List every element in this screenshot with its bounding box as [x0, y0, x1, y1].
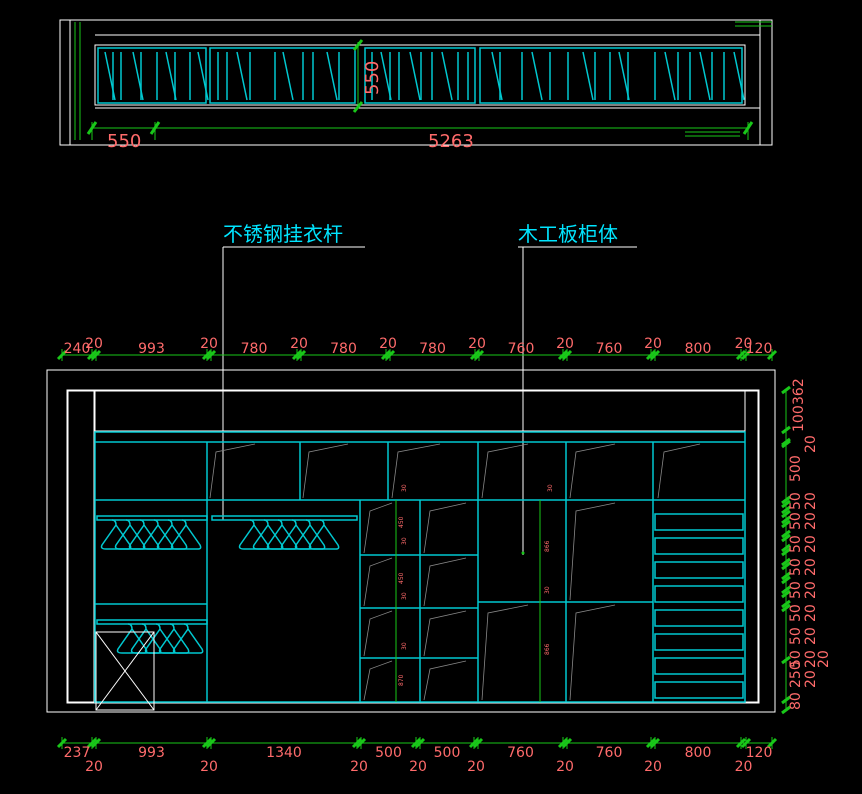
dim-label: 80 — [788, 692, 804, 710]
interior-mark: 30 — [544, 586, 551, 594]
dim-label: 50 — [788, 492, 804, 510]
dim-label: 993 — [138, 341, 165, 357]
dim-label: 760 — [507, 745, 534, 761]
interior-mark: 30 — [401, 484, 408, 492]
dim-label: 20 — [803, 558, 819, 576]
dim-label: 20 — [803, 512, 819, 530]
plan-cabinet-outline — [94, 44, 746, 106]
dim-label: 240 — [64, 341, 91, 357]
dim-label: 20 — [803, 650, 819, 668]
plan-view: 550 5263 550 — [59, 19, 773, 152]
dim-label: 780 — [241, 341, 268, 357]
bottom-dimension-chain: 2372099320134020500205002076020760208002… — [56, 737, 778, 775]
interior-mark: 30 — [401, 537, 408, 545]
dim-label: 20 — [200, 759, 218, 775]
plan-dim-left: 550 — [107, 131, 141, 152]
dim-label: 20 — [467, 759, 485, 775]
dim-label: 50 — [788, 604, 804, 622]
dim-label: 1340 — [266, 745, 302, 761]
dim-label: 120 — [746, 341, 773, 357]
dim-label: 20 — [803, 435, 819, 453]
dim-label: 800 — [685, 341, 712, 357]
dim-label: 20 — [85, 759, 103, 775]
dim-label: 20 — [816, 650, 832, 668]
dim-label: 120 — [746, 745, 773, 761]
dim-label: 20 — [468, 336, 486, 352]
dim-label: 760 — [596, 745, 623, 761]
dim-label: 20 — [556, 336, 574, 352]
plan-outline — [59, 19, 773, 146]
dim-label: 20 — [350, 759, 368, 775]
dim-label: 362 — [791, 378, 807, 405]
dim-label: 20 — [803, 581, 819, 599]
dim-label: 50 — [788, 581, 804, 599]
callout-hanging-rod: 不锈钢挂衣杆 — [223, 222, 343, 246]
dim-label: 20 — [803, 535, 819, 553]
dim-label: 780 — [330, 341, 357, 357]
dim-label: 20 — [803, 627, 819, 645]
dim-label: 100 — [791, 405, 807, 432]
dim-label: 20 — [644, 336, 662, 352]
dim-label: 20 — [379, 336, 397, 352]
plan-dim-depth: 550 — [362, 61, 383, 95]
dim-label: 800 — [685, 745, 712, 761]
interior-mark: 30 — [547, 484, 554, 492]
interior-marks: 30 450 30 450 30 30 870 30 866 30 866 — [398, 484, 554, 686]
interior-mark: 866 — [544, 643, 551, 655]
dim-label: 20 — [290, 336, 308, 352]
dim-label: 20 — [409, 759, 427, 775]
left-wall-hatch — [67, 390, 95, 703]
interior-mark: 866 — [544, 540, 551, 552]
dim-label: 50 — [788, 627, 804, 645]
room-opening — [66, 389, 760, 704]
interior-mark: 450 — [398, 516, 405, 528]
dim-label: 20 — [200, 336, 218, 352]
callouts: 不锈钢挂衣杆 木工板柜体 — [222, 222, 637, 555]
dim-label: 20 — [735, 759, 753, 775]
dim-label: 20 — [556, 759, 574, 775]
dim-label: 50 — [788, 650, 804, 668]
callout-cabinet-body: 木工板柜体 — [518, 222, 618, 246]
dim-label: 20 — [803, 492, 819, 510]
dim-label: 50 — [788, 512, 804, 530]
dim-label: 20 — [735, 336, 753, 352]
dim-label: 20 — [803, 670, 819, 688]
dim-label: 500 — [788, 455, 804, 482]
dim-label: 500 — [375, 745, 402, 761]
dim-label: 20 — [644, 759, 662, 775]
dim-label: 20 — [803, 604, 819, 622]
interior-mark: 870 — [398, 674, 405, 686]
hanging-rod-1 — [96, 515, 208, 521]
hanging-rod-3 — [96, 619, 208, 625]
interior-mark: 30 — [401, 642, 408, 650]
ceiling-bulkhead — [94, 390, 746, 432]
interior-mark: 450 — [398, 572, 405, 584]
hanging-rod-2 — [211, 515, 358, 521]
interior-mark: 30 — [401, 592, 408, 600]
dim-label: 780 — [419, 341, 446, 357]
dim-label: 760 — [508, 341, 535, 357]
dim-label: 500 — [434, 745, 461, 761]
dim-label: 993 — [138, 745, 165, 761]
dim-label: 250 — [788, 661, 804, 688]
dim-label: 50 — [788, 535, 804, 553]
elevation-view — [46, 369, 776, 713]
right-wall-hatch — [744, 390, 759, 703]
dim-label: 20 — [85, 336, 103, 352]
dim-label: 237 — [64, 745, 91, 761]
dim-label: 760 — [596, 341, 623, 357]
wall-outline — [46, 369, 776, 713]
right-dimension-chain: 3621002050020502050205020502050205020502… — [781, 378, 832, 715]
dim-label: 50 — [788, 558, 804, 576]
plan-dim-main: 5263 — [428, 131, 474, 152]
